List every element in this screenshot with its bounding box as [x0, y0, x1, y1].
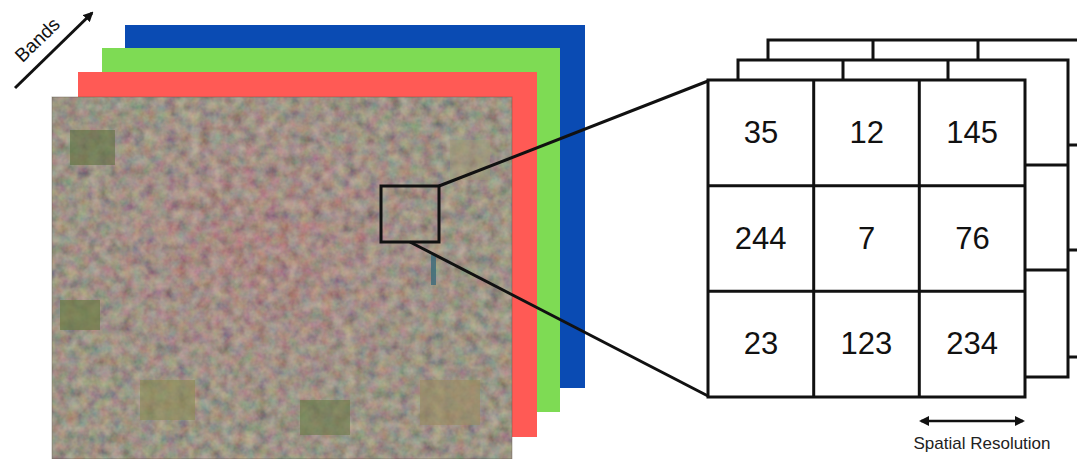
pixel-value: 23	[744, 327, 778, 361]
satellite-image	[52, 97, 512, 459]
pixel-value: 123	[841, 327, 893, 361]
pixel-value: 35	[744, 116, 778, 150]
pixel-value: 244	[735, 222, 787, 256]
pixel-value: 145	[946, 116, 998, 150]
pixel-value: 234	[946, 327, 998, 361]
resolution-arrow	[921, 420, 1023, 423]
pixel-value: 12	[850, 116, 884, 150]
pixel-grid	[708, 80, 1025, 397]
axis-label: Spatial Resolution	[914, 435, 1051, 454]
axis-label: Bands	[11, 14, 64, 66]
zoom-box	[381, 186, 439, 242]
zoom-line	[410, 242, 708, 396]
pixel-value: 76	[955, 222, 989, 256]
pixel-value: 7	[858, 222, 875, 256]
zoom-line	[439, 81, 708, 186]
